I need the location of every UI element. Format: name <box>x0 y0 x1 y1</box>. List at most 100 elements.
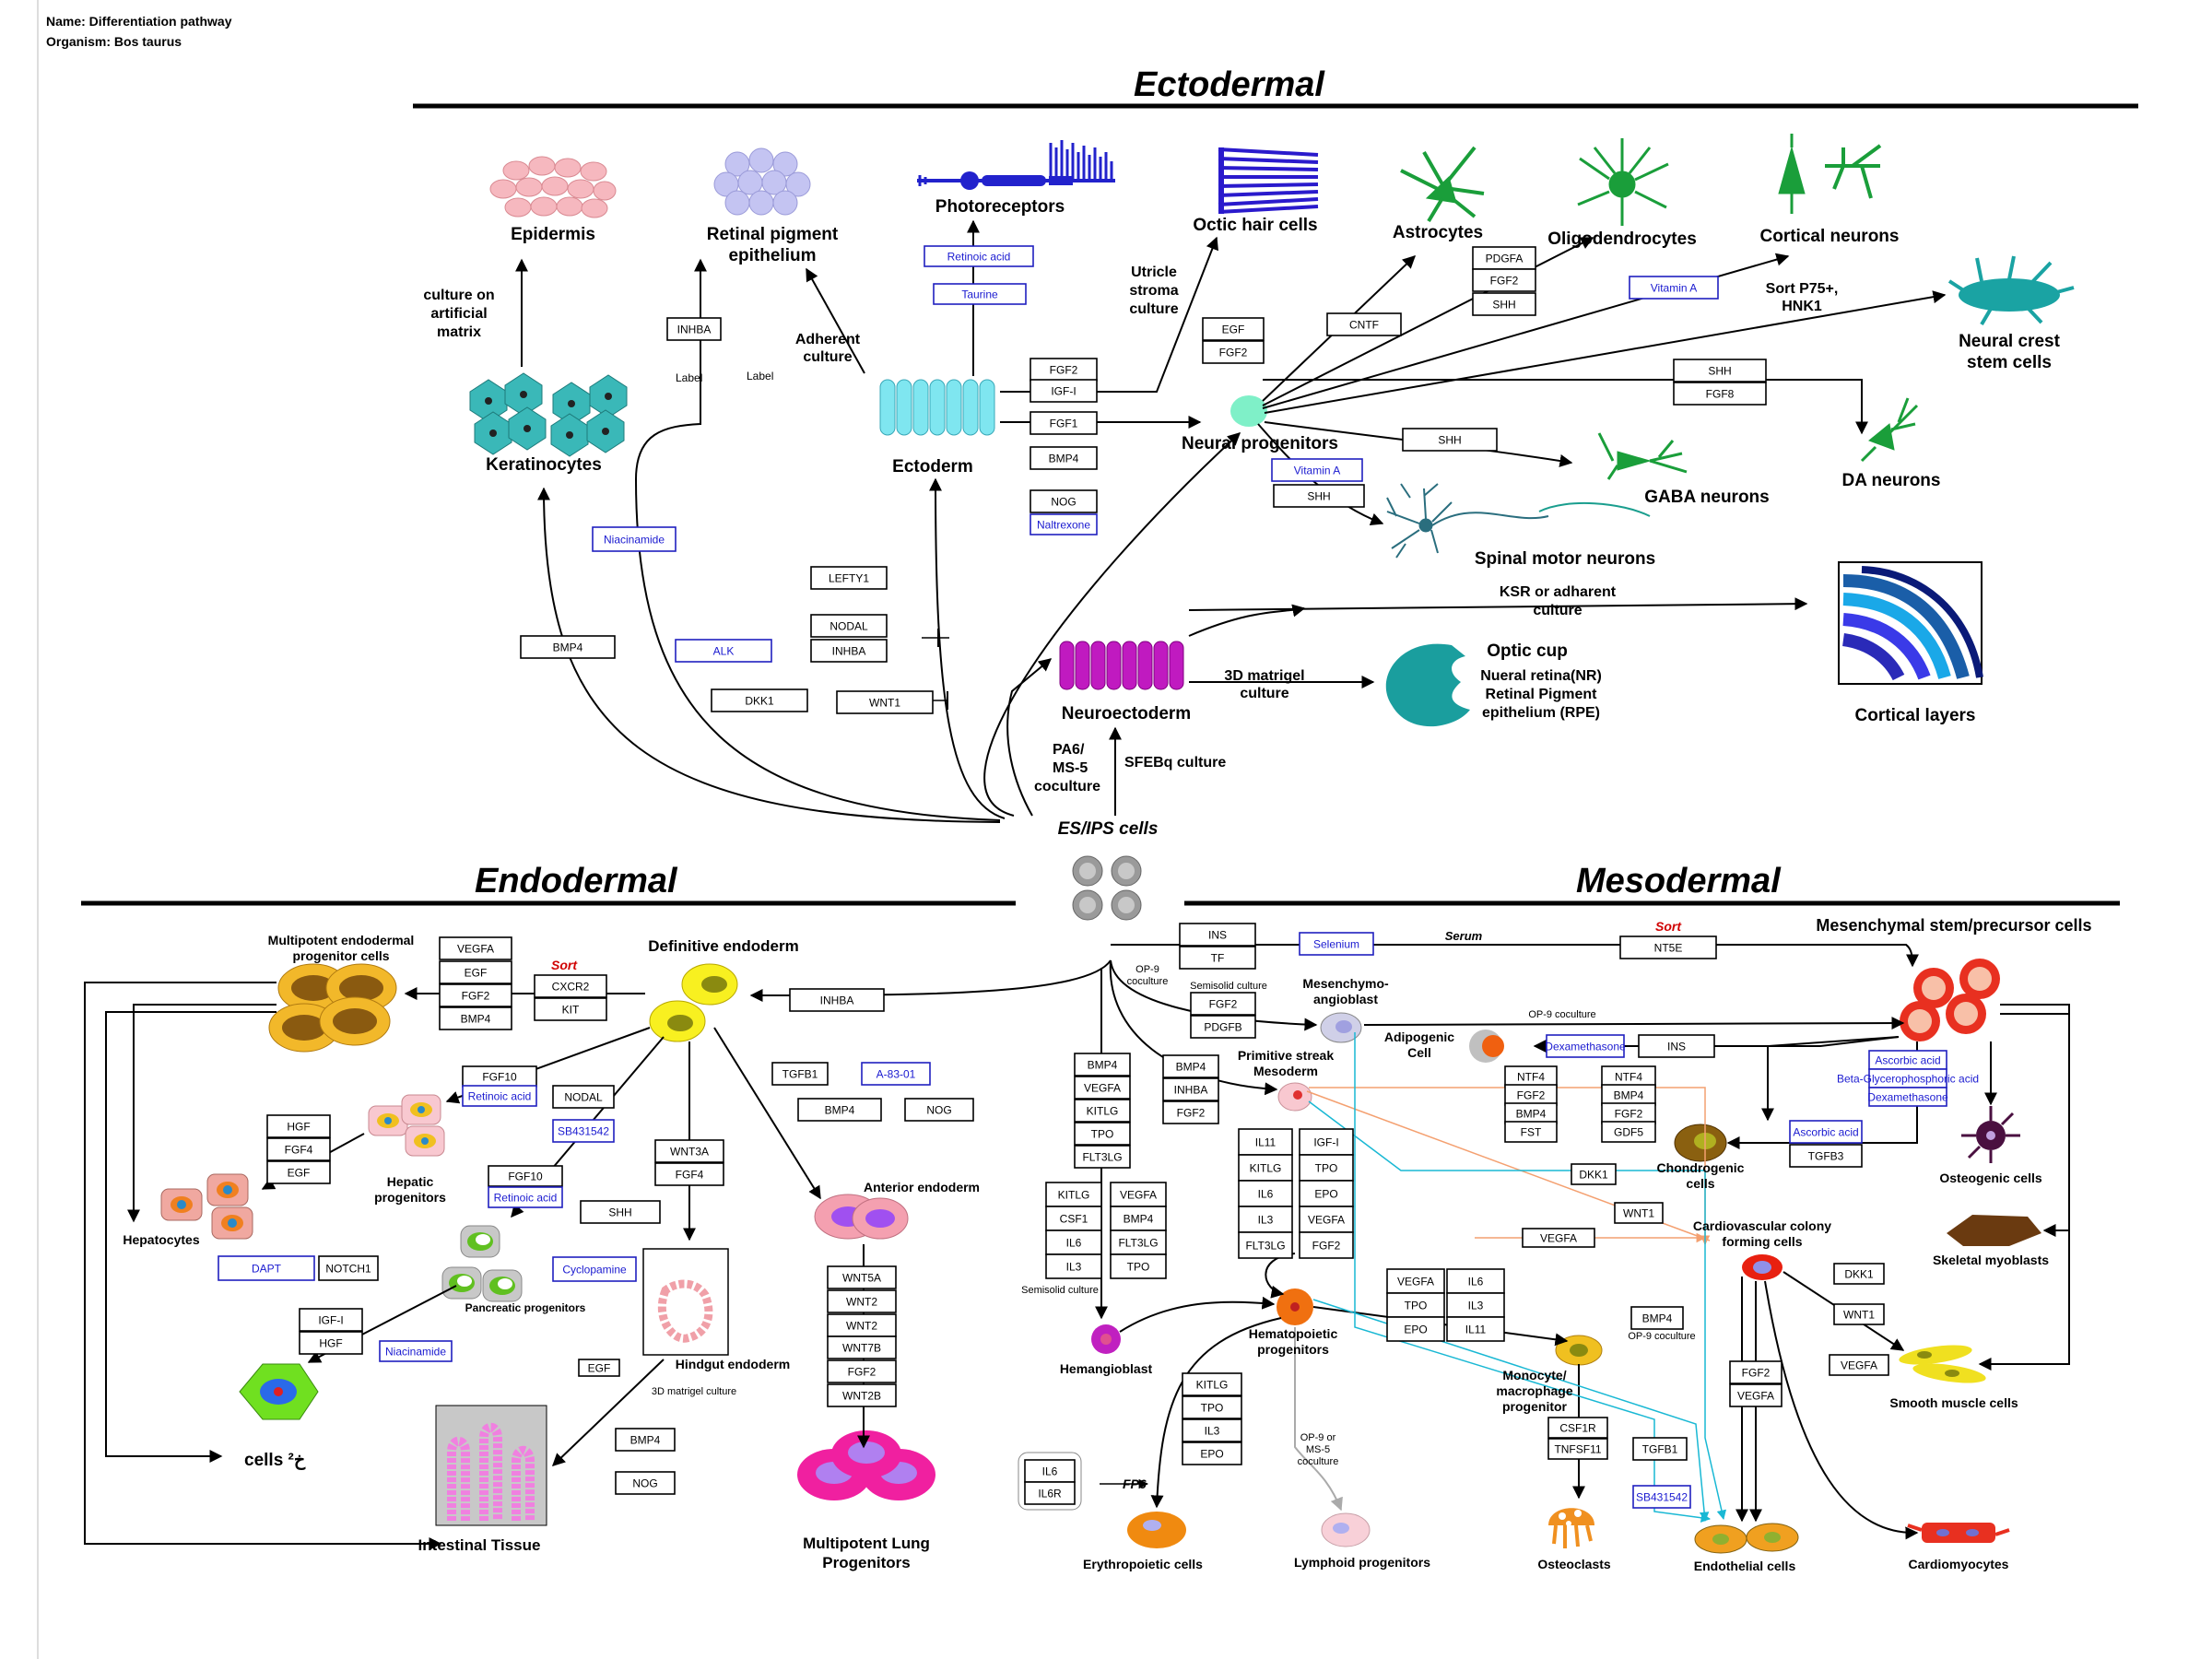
factor-label: INHBA <box>677 324 712 336</box>
factor-flt3lg-box: FLT3LG <box>1110 1230 1167 1255</box>
label-hepatic-1: Hepatic <box>387 1174 434 1189</box>
factor-label: WNT1 <box>1843 1309 1875 1322</box>
note-serum: Serum <box>1445 929 1483 943</box>
note-sort-endo: Sort <box>551 958 578 972</box>
factor-il6-box: IL6 <box>1446 1268 1505 1294</box>
factor-il11-box: IL11 <box>1446 1316 1505 1342</box>
factor-label: NOG <box>632 1477 657 1490</box>
factor-label: CXCR2 <box>552 981 590 994</box>
label-cortical-neurons: Cortical neurons <box>1760 227 1900 246</box>
label-osteogenic: Osteogenic cells <box>1939 1171 2041 1185</box>
note-op9ms5-1: OP-9 or <box>1300 1432 1336 1443</box>
factor-box-frame <box>810 566 888 590</box>
factor-label: VEGFA <box>1308 1214 1345 1227</box>
factor-label: INHBA <box>820 994 854 1007</box>
edge-neuroecto-up <box>1188 604 1306 637</box>
edge-mesenchymo-endothelial <box>1354 1032 1712 1523</box>
msc-icon <box>1900 959 2000 1041</box>
factor-box-frame <box>552 1119 615 1143</box>
label-beta-cells: cells ²خ <box>244 1451 306 1470</box>
factor-niacinamide-box: Niacinamide <box>379 1340 453 1362</box>
factor-box-frame <box>1630 1306 1684 1330</box>
factor-label: FLT3LG <box>1245 1240 1285 1253</box>
factor-box-frame <box>1179 946 1256 970</box>
note-op9-coculture3: OP-9 coculture <box>1628 1331 1695 1342</box>
label-da: DA neurons <box>1842 471 1941 490</box>
factor-selenium-box: Selenium <box>1299 932 1374 956</box>
factor-cxcr2-box: CXCR2 <box>534 974 607 998</box>
factor-box-frame <box>1238 1154 1293 1182</box>
label-neural-progenitors: Neural progenitors <box>1182 434 1338 453</box>
edge-msc-skeletal <box>2000 1013 2070 1237</box>
factor-label: BMP4 <box>1088 1059 1118 1072</box>
factor-label: BMP4 <box>1124 1213 1154 1226</box>
factor-label: BMP4 <box>1049 453 1079 465</box>
factor-box-frame <box>1547 1438 1608 1460</box>
factor-box-frame <box>552 1256 637 1282</box>
factor-pdgfb-box: PDGFB <box>1190 1015 1256 1039</box>
label-optic-cup: Optic cup <box>1487 641 1568 661</box>
factor-box-frame <box>1162 1054 1219 1078</box>
factor-box-frame <box>1299 1206 1354 1233</box>
factor-label: FGF2 <box>848 1366 877 1379</box>
factor-fgf1-box: FGF1 <box>1030 411 1098 435</box>
factor-box-frame <box>1074 1145 1131 1169</box>
factor-label: IGF-I <box>318 1314 343 1327</box>
label-astrocytes: Astrocytes <box>1393 223 1483 242</box>
note-sort-meso: Sort <box>1655 919 1682 934</box>
note-utricle-1: Utricle <box>1131 265 1177 280</box>
factor-tf-box: TF <box>1179 946 1256 970</box>
factor-label: Selenium <box>1313 938 1359 951</box>
factor-fgf2-box: FGF2 <box>1472 268 1536 292</box>
factor-label: IL3 <box>1205 1425 1220 1438</box>
factor-label: IL3 <box>1258 1214 1274 1227</box>
smooth-muscle-icon <box>1899 1345 1986 1383</box>
factor-cntf-box: CNTF <box>1326 312 1402 336</box>
factor-box-frame <box>488 1186 563 1208</box>
note-culture-1: culture on <box>423 288 494 303</box>
factor-dapt-box: DAPT <box>218 1255 315 1281</box>
erythropoietic-icon <box>1127 1512 1186 1548</box>
label-skeletal: Skeletal myoblasts <box>1933 1253 2049 1267</box>
label-multipotent-1: Multipotent endodermal <box>268 933 415 947</box>
osteoclasts-icon <box>1548 1508 1594 1548</box>
factor-ascorbic-acid-box: Ascorbic acid <box>1789 1120 1863 1144</box>
factor-fgf2-box: FGF2 <box>1504 1084 1558 1106</box>
chondrogenic-icon <box>1674 1124 1727 1162</box>
factor-egf-box: EGF <box>1202 317 1265 341</box>
factor-tpo-box: TPO <box>1386 1292 1445 1318</box>
factor-label: FGF1 <box>1050 418 1078 430</box>
factor-fgf2-box: FGF2 <box>1601 1102 1656 1124</box>
factor-label: ALK <box>713 645 735 658</box>
hepatic-progenitors-icon <box>368 1094 445 1157</box>
keratinocytes-icon <box>469 372 628 457</box>
factor-label: NODAL <box>830 620 868 633</box>
edge-es-neural <box>983 432 1241 817</box>
factor-label: Niacinamide <box>604 534 665 547</box>
factor-box-frame <box>1629 276 1719 300</box>
factor-fgf2-box: FGF2 <box>1299 1231 1354 1259</box>
factor-box-frame <box>1299 932 1374 956</box>
factor-pdgfa-box: PDGFA <box>1472 246 1536 270</box>
factor-label: EPO <box>1200 1448 1223 1461</box>
factor-fgf2-box: FGF2 <box>827 1359 897 1383</box>
factor-boxes: Retinoic acidTaurineINHBAFGF2IGF-IFGF1BM… <box>218 245 1979 1511</box>
factor-label: TGFB1 <box>1642 1443 1678 1456</box>
factor-bmp4-box: BMP4 <box>1504 1102 1558 1124</box>
factor-ins-box: INS <box>1179 923 1256 947</box>
factor-box-frame <box>1190 1015 1256 1039</box>
factor-label: KITLG <box>1196 1379 1229 1392</box>
skeletal-myoblasts-icon <box>1947 1215 2041 1246</box>
note-semisolid2: Semisolid culture <box>1021 1285 1099 1296</box>
spinal-motor-neurons-icon <box>1386 483 1651 559</box>
factor-ins-box: INS <box>1638 1034 1715 1058</box>
factor-label: EPO <box>1314 1188 1337 1201</box>
factor-label: NODAL <box>564 1091 603 1104</box>
definitive-endoderm-icon <box>649 963 738 1042</box>
edge-es-neuroecto-pa6 <box>1006 658 1053 817</box>
note-culture-3: matrix <box>437 324 481 340</box>
factor-igf1-box: IGF-I <box>299 1308 363 1332</box>
factor-egf-box: EGF <box>266 1160 331 1184</box>
factor-box-frame <box>580 1200 661 1224</box>
factor-label: IL6 <box>1258 1188 1274 1201</box>
